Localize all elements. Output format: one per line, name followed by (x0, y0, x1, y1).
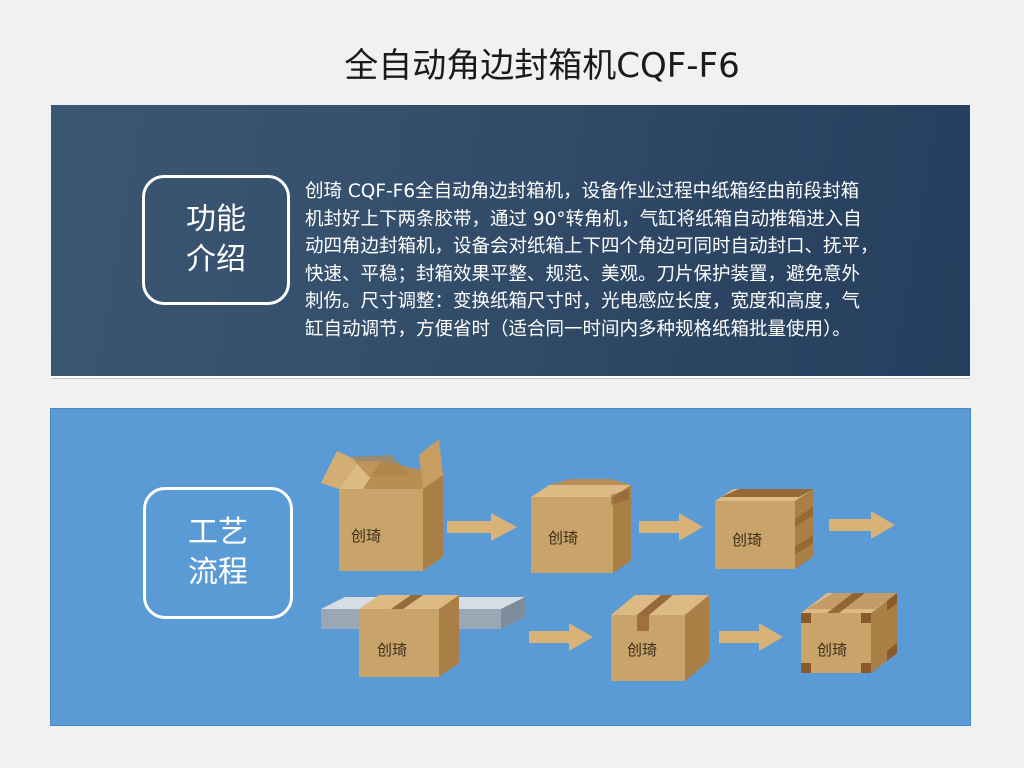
intro-line: 快速、平稳；封箱效果平整、规范、美观。刀片保护装置，避免意外 (305, 263, 861, 285)
intro-badge-line2: 介绍 (186, 242, 246, 277)
process-badge-line1: 工艺 (188, 515, 248, 550)
intro-line: 刺伤。尺寸调整：变换纸箱尺寸时，光电感应长度，宽度和高度，气 (305, 291, 861, 312)
box-label: 创琦 (817, 641, 847, 659)
box-label: 创琦 (548, 529, 578, 547)
process-flow-illustration: 创琦 创琦 创琦 (321, 439, 897, 681)
box-label: 创琦 (732, 531, 762, 549)
intro-line: 缸自动调节，方便省时（适合同一时间内多种规格纸箱批量使用）。 (305, 318, 851, 340)
intro-description: 创琦 CQF-F6全自动角边封箱机，设备作业过程中纸箱经由前段封箱 机封好上下两… (305, 178, 955, 343)
box-folding-icon: 创琦 (531, 479, 631, 573)
intro-line: 机封好上下两条胶带，通过 90°转角机，气缸将纸箱自动推箱进入自 (305, 208, 862, 230)
process-panel: 工艺 流程 创琦 创琦 (50, 408, 971, 726)
arrow-right-icon (447, 513, 517, 541)
box-side-taped-icon: 创琦 (611, 595, 709, 681)
arrow-right-icon (639, 513, 703, 541)
box-label: 创琦 (377, 641, 407, 659)
intro-panel: 功能 介绍 创琦 CQF-F6全自动角边封箱机，设备作业过程中纸箱经由前段封箱 … (51, 105, 970, 378)
box-conveyor-icon: 创琦 (359, 595, 459, 677)
box-taped-icon: 创琦 (715, 489, 813, 569)
arrow-right-icon (529, 623, 593, 651)
intro-badge-line1: 功能 (186, 202, 246, 237)
process-badge: 工艺 流程 (143, 487, 293, 619)
arrow-right-icon (719, 623, 783, 651)
box-label: 创琦 (627, 641, 657, 659)
box-corner-sealed-icon: 创琦 (801, 593, 897, 673)
box-open-icon: 创琦 (321, 439, 443, 571)
arrow-right-icon (829, 511, 895, 539)
intro-badge: 功能 介绍 (142, 175, 290, 305)
intro-line: 创琦 CQF-F6全自动角边封箱机，设备作业过程中纸箱经由前段封箱 (305, 181, 860, 202)
box-label: 创琦 (351, 527, 381, 545)
intro-line: 动四角边封箱机，设备会对纸箱上下四个角边可同时自动封口、抚平， (305, 236, 879, 257)
page-title: 全自动角边封箱机CQF-F6 (344, 46, 740, 86)
process-badge-line2: 流程 (188, 555, 248, 590)
